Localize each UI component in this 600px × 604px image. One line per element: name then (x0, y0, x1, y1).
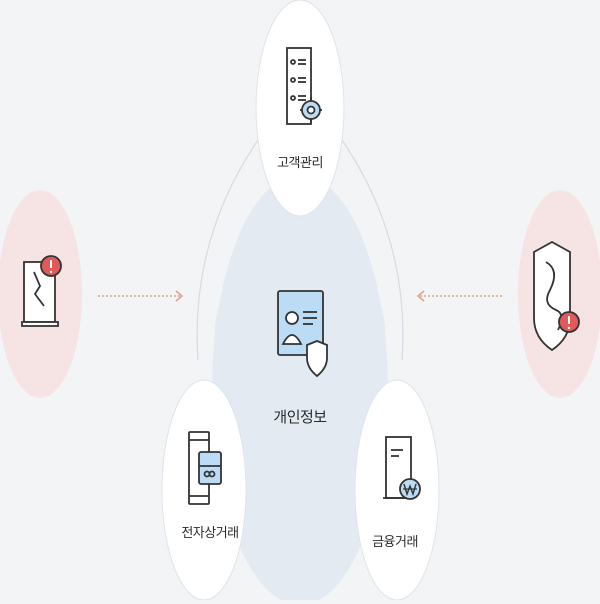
orbit-line (196, 139, 259, 361)
finance-icon (383, 436, 421, 500)
customer-management-icon (286, 47, 322, 125)
node-label-bottom-right: 금융거래 (372, 535, 418, 550)
gear-icon (300, 97, 322, 123)
shield-icon (306, 340, 328, 378)
arrow-left-to-center (98, 290, 184, 302)
orbit-line (341, 139, 404, 361)
hacked-laptop-icon (21, 255, 62, 327)
node-label-bottom-left: 전자상거래 (181, 526, 239, 541)
node-label-top: 고객관리 (277, 156, 323, 171)
arrow-right-to-center (416, 290, 502, 302)
credit-card-icon (198, 451, 222, 485)
center-circle-body (212, 175, 388, 604)
alert-badge-icon (40, 255, 62, 277)
center-label: 개인정보 (273, 408, 327, 426)
ecommerce-icon (188, 431, 222, 505)
alert-badge-icon (558, 311, 580, 333)
won-coin-icon (399, 478, 421, 500)
id-card-icon (277, 290, 328, 378)
identity-theft-shield-icon (533, 240, 580, 352)
